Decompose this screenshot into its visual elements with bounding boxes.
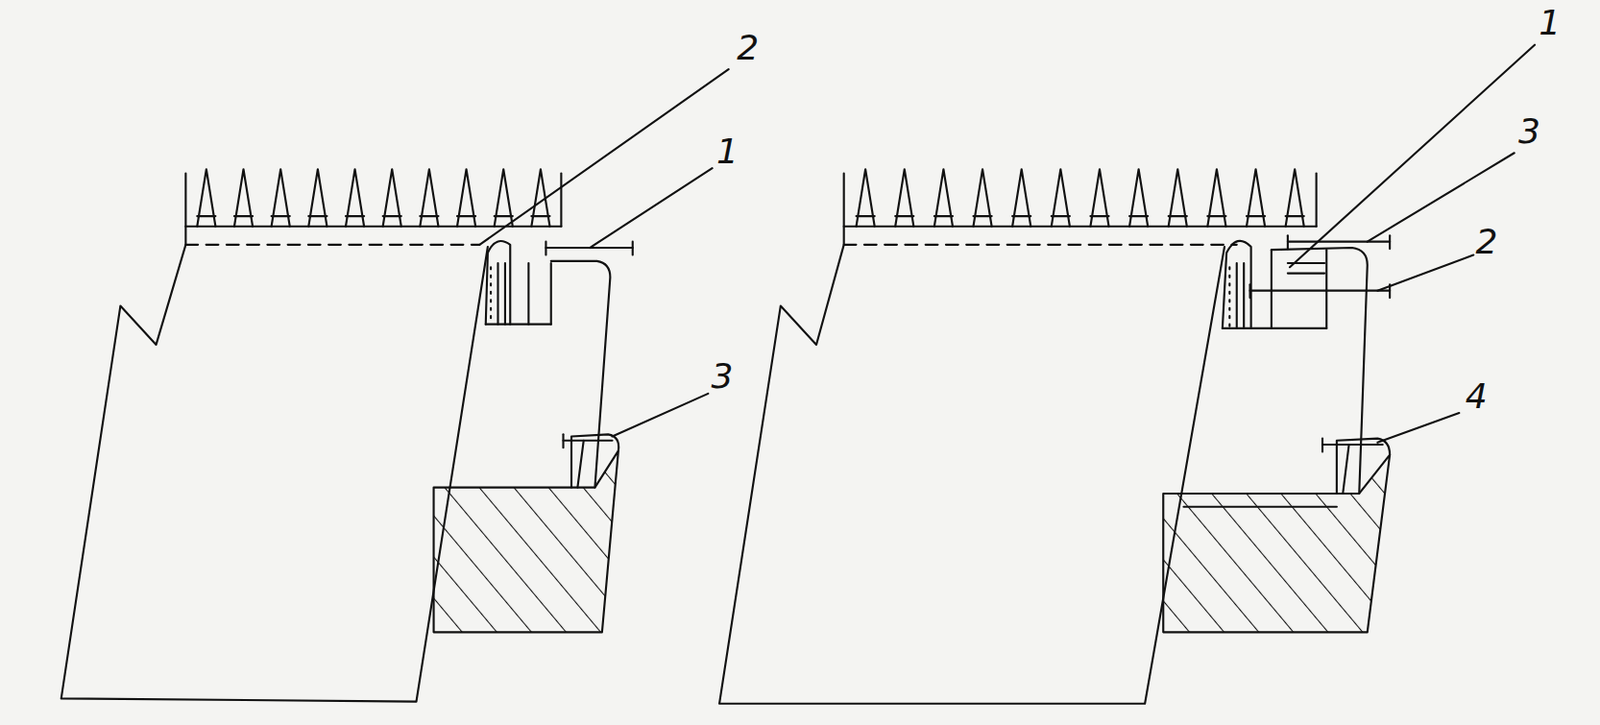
spike [308,169,327,226]
spike [1090,169,1109,226]
spike [1285,169,1305,226]
spike [934,169,953,226]
right-figure [719,45,1535,704]
spike [1051,169,1070,226]
callout-number: 2 [1475,224,1498,260]
spike [1129,169,1148,226]
spike [1012,169,1031,226]
spike [1246,169,1265,226]
spike [383,169,402,226]
callout-number: 4 [1465,379,1488,414]
callout-number: 3 [711,359,734,394]
spike [1207,169,1226,226]
callout-number: 1 [1538,5,1561,41]
spike [345,169,364,226]
spike [1168,169,1188,226]
spike [196,169,216,226]
callout-number: 3 [1518,114,1541,149]
spike [494,169,513,226]
left-figure [61,69,729,702]
callout-number: 1 [716,134,739,170]
callout-number: 2 [736,30,759,66]
spike [972,169,992,226]
spike [457,169,476,226]
spike [856,169,875,226]
spike [234,169,253,226]
spike [271,169,291,226]
spike [895,169,914,226]
spike [419,169,438,226]
